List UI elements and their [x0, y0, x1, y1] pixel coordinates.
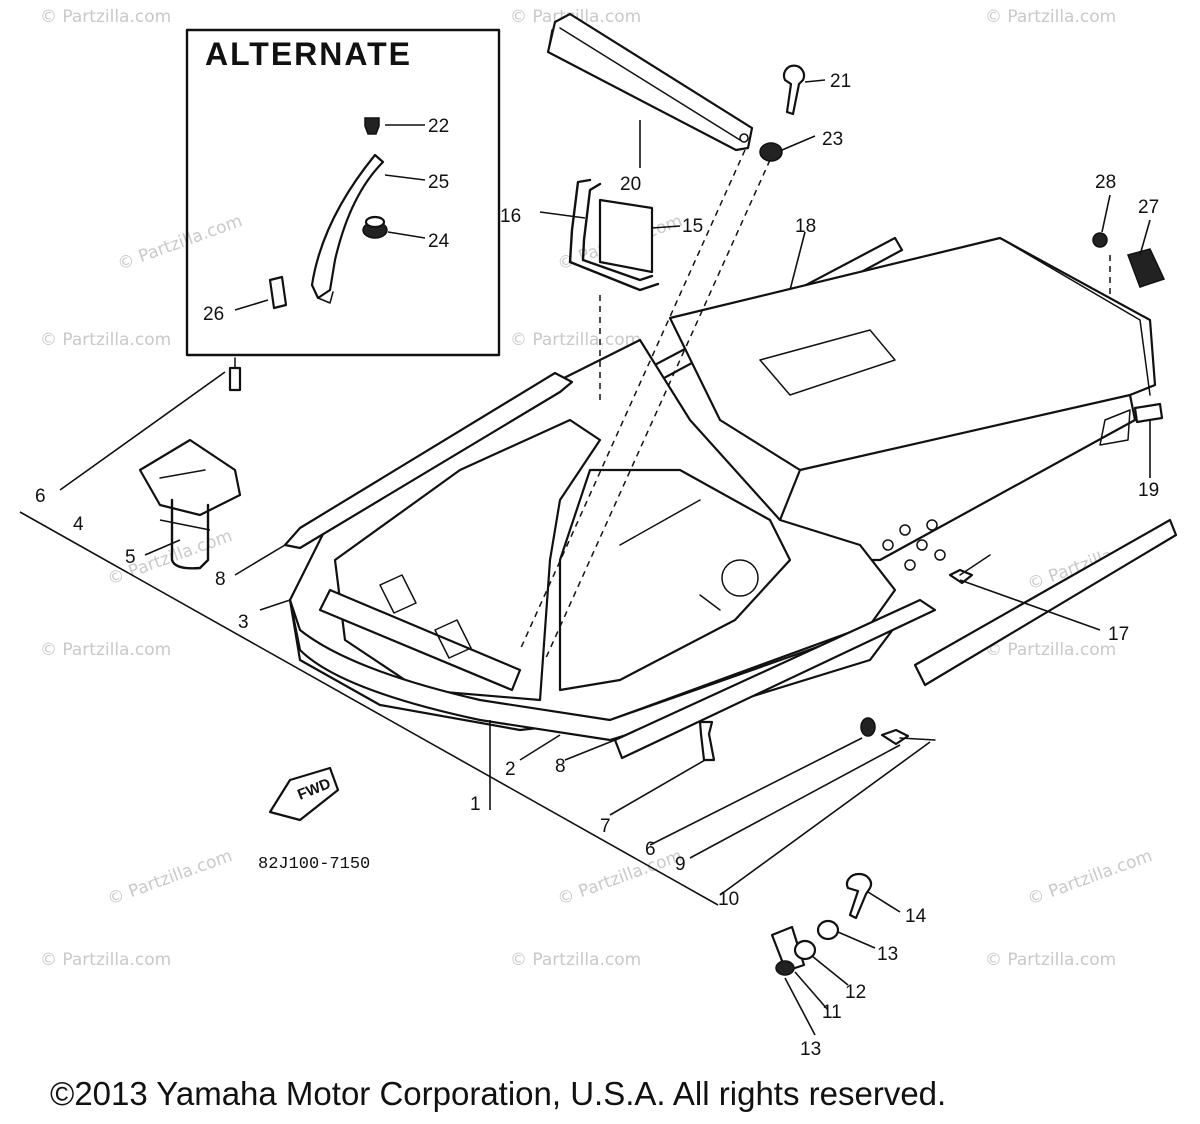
callout-1: 1 — [470, 794, 481, 815]
callout-12: 12 — [845, 982, 866, 1003]
watermark: © Partzilla.com — [40, 330, 171, 350]
watermark: © Partzilla.com — [40, 7, 171, 27]
part-17-strip — [913, 518, 1178, 687]
callout-16: 16 — [500, 206, 521, 227]
part-21-bolt — [782, 64, 806, 116]
callout-13b: 13 — [800, 1039, 821, 1060]
callout-10: 10 — [718, 889, 739, 910]
watermark: © Partzilla.com — [1025, 846, 1155, 910]
callout-25: 25 — [428, 172, 449, 193]
callout-27: 27 — [1138, 197, 1159, 218]
callout-26: 26 — [203, 304, 224, 325]
fwd-arrow: FWD — [268, 766, 340, 822]
callout-5: 5 — [125, 547, 136, 568]
callout-7: 7 — [600, 816, 611, 837]
part-16-handle — [568, 178, 660, 292]
callout-6b: 6 — [645, 839, 656, 860]
callout-11: 11 — [822, 1002, 842, 1023]
part-9-washer — [860, 717, 876, 737]
watermark: © Partzilla.com — [510, 950, 641, 970]
part-19-tag — [1133, 402, 1164, 424]
callout-17: 17 — [1108, 624, 1129, 645]
watermark: © Partzilla.com — [555, 846, 685, 910]
callout-4: 4 — [73, 514, 84, 535]
watermark: © Partzilla.com — [985, 7, 1116, 27]
part-rail-bolt — [948, 568, 974, 585]
part-code: 82J100-7150 — [258, 855, 370, 874]
callout-23: 23 — [822, 129, 843, 150]
callout-numbers: 1 2 3 4 5 6 6 6 7 8 8 9 10 11 12 13 13 1… — [35, 71, 1159, 1060]
main-frame — [283, 236, 1157, 760]
part-23-grommet — [759, 142, 783, 162]
watermark: © Partzilla.com — [985, 640, 1116, 660]
callout-28: 28 — [1095, 172, 1116, 193]
callout-3: 3 — [238, 612, 249, 633]
callout-8a: 8 — [215, 569, 226, 590]
callout-22: 22 — [428, 116, 449, 137]
watermark: © Partzilla.com — [40, 950, 171, 970]
callout-24: 24 — [428, 231, 450, 252]
part-7-rivet — [698, 720, 716, 762]
watermark: © Partzilla.com — [115, 211, 245, 275]
bolt-kit — [770, 872, 873, 976]
callout-13a: 13 — [877, 944, 898, 965]
callout-9: 9 — [675, 854, 686, 875]
copyright: ©2013 Yamaha Motor Corporation, U.S.A. A… — [50, 1075, 946, 1112]
callout-19: 19 — [1138, 480, 1159, 501]
watermark: © Partzilla.com — [105, 846, 235, 910]
callout-14: 14 — [905, 906, 927, 927]
leader-lines — [19, 79, 1151, 1036]
watermark: © Partzilla.com — [985, 950, 1116, 970]
part-22-fastener — [364, 117, 380, 135]
callout-21: 21 — [830, 71, 851, 92]
callout-8b: 8 — [555, 756, 566, 777]
part-20-cover — [546, 12, 754, 152]
alternate-title: ALTERNATE — [205, 36, 412, 72]
callout-6a: 6 — [35, 486, 46, 507]
watermark: © Partzilla.com — [510, 330, 641, 350]
alternate-inset: ALTERNATE — [185, 28, 501, 357]
watermark: © Partzilla.com — [40, 640, 171, 660]
part-27-lamp — [1127, 248, 1166, 288]
callout-15: 15 — [682, 216, 703, 237]
part-26-tag — [268, 275, 288, 310]
mount-bracket — [138, 357, 242, 570]
callout-2: 2 — [505, 759, 516, 780]
callout-18: 18 — [795, 216, 816, 237]
part-28-screw — [1092, 232, 1108, 248]
part-10-bolt — [880, 728, 910, 746]
part-15-plate — [598, 198, 654, 274]
callout-20: 20 — [620, 174, 641, 195]
